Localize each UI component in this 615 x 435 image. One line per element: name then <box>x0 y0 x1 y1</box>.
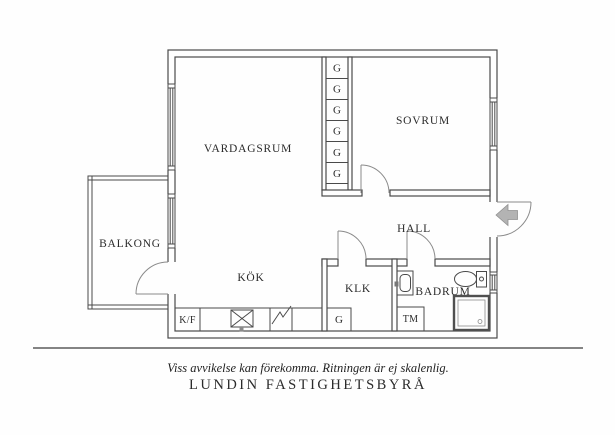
wardrobe-cell-label: G <box>333 105 341 117</box>
room-label-vardagsrum: VARDAGSRUM <box>204 143 292 155</box>
fridge-freezer-box <box>174 307 201 332</box>
wardrobe-cell-dividers <box>326 78 348 184</box>
bathroom-fixtures <box>394 270 491 332</box>
disclaimer-text: Viss avvikelse kan förekomma. Ritningen … <box>167 361 449 375</box>
door-balkong-icon <box>135 261 169 295</box>
bathroom-sink-icon <box>394 270 414 296</box>
room-label-sovrum: SOVRUM <box>396 115 450 127</box>
kitchen-fixtures <box>174 305 322 332</box>
washing-machine-box <box>396 306 425 332</box>
door-sovrum-icon <box>360 164 390 194</box>
windows <box>167 83 498 294</box>
room-label-klk: KLK <box>345 283 371 295</box>
kitchen-sink-icon <box>230 309 254 332</box>
door-badrum-icon <box>406 230 436 260</box>
fridge-freezer-label: K/F <box>179 315 196 326</box>
wall-openings <box>166 84 499 294</box>
company-name: LUNDIN FASTIGHETSBYRÅ <box>189 377 427 393</box>
klk-fixtures <box>326 307 352 332</box>
closet-box <box>326 307 352 332</box>
wardrobe-cell-label: G <box>333 168 341 180</box>
window-balkong-icon <box>167 193 176 249</box>
window-badrum-icon <box>489 271 498 294</box>
room-label-hall: HALL <box>397 223 431 235</box>
shower-icon <box>452 294 491 332</box>
window-vardagsrum-icon <box>167 83 176 171</box>
washing-machine-label: TM <box>403 314 419 325</box>
wardrobe-cell-label: G <box>333 126 341 138</box>
wardrobe-cell-label: G <box>333 84 341 96</box>
room-label-kok: KÖK <box>237 270 264 284</box>
closet-label: G <box>335 314 343 326</box>
entrance-arrow-icon <box>495 203 518 227</box>
room-labels: VARDAGSRUM SOVRUM BALKONG KÖK HALL KLK B… <box>99 63 470 327</box>
door-entrance-icon <box>496 201 532 237</box>
stove-icon <box>271 305 292 325</box>
toilet-icon <box>454 271 487 288</box>
room-label-badrum: BADRUM <box>415 286 470 298</box>
wardrobe-cell-label: G <box>333 147 341 159</box>
window-sovrum-icon <box>489 97 498 151</box>
balcony-walls <box>87 175 169 310</box>
footer: Viss avvikelse kan förekomma. Ritningen … <box>33 347 583 393</box>
room-label-balkong: BALKONG <box>99 238 161 250</box>
wardrobe-cell-label: G <box>333 63 341 75</box>
doors <box>135 164 532 295</box>
door-klk-icon <box>337 230 367 260</box>
